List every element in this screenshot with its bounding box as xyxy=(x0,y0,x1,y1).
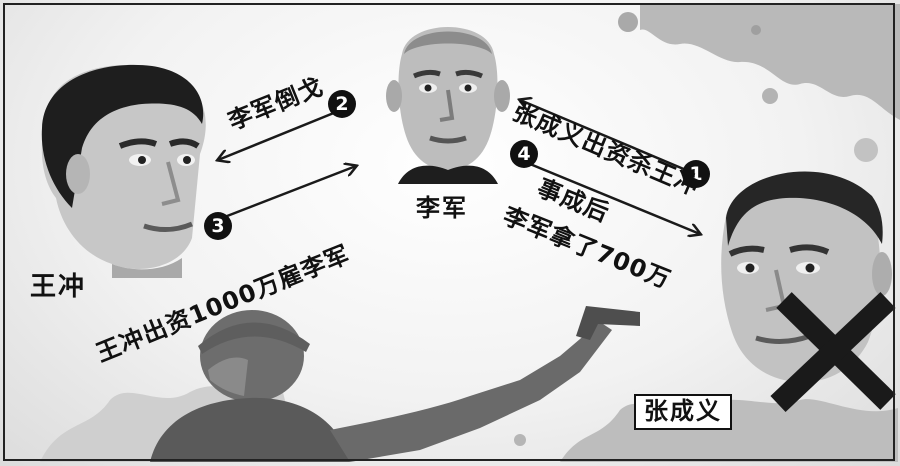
step-3-badge: 3 xyxy=(204,212,232,240)
step-1-badge: 1 xyxy=(682,160,710,188)
name-li-jun: 李军 xyxy=(416,194,468,222)
name-zhang-chengyi: 张成义 xyxy=(634,394,732,431)
step-4-badge: 4 xyxy=(510,140,538,168)
name-wang-chong: 王冲 xyxy=(30,272,87,302)
arrow-1 xyxy=(520,100,687,172)
arrow-4 xyxy=(529,162,700,234)
arrow-3 xyxy=(221,166,356,220)
wang-chong-portrait xyxy=(41,64,206,278)
step-2-badge: 2 xyxy=(328,90,356,118)
li-jun-portrait xyxy=(386,27,510,184)
arrow-2 xyxy=(218,106,347,160)
